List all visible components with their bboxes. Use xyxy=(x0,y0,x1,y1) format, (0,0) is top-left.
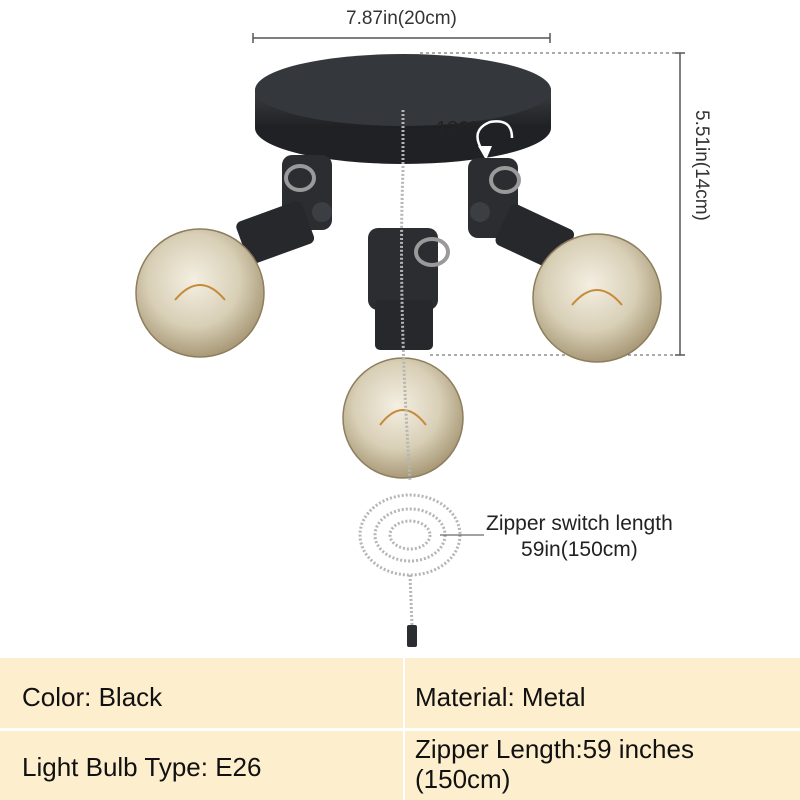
center-lamp-arm xyxy=(368,228,450,350)
height-dimension-line xyxy=(420,52,685,356)
width-dimension-label: 7.87in(20cm) xyxy=(346,8,457,29)
switch-length-callout: Zipper switch length 59in(150cm) xyxy=(486,511,673,563)
spec-color: Color: Black xyxy=(22,682,163,712)
rotation-arrow-icon xyxy=(476,120,514,160)
spec-zipper-length: Zipper Length:59 inches (150cm) xyxy=(415,734,694,794)
pull-chain-end xyxy=(407,625,417,647)
width-dimension-line xyxy=(252,33,551,43)
right-bulb xyxy=(532,233,662,363)
left-lamp-arm xyxy=(236,155,332,264)
left-bulb xyxy=(135,228,265,358)
product-illustration: 7.87in(20cm) 5.51in(14cm) 180° Zipper sw… xyxy=(135,8,712,647)
pull-chain xyxy=(358,110,462,626)
table-divider-horizontal xyxy=(0,728,800,731)
spec-material: Material: Metal xyxy=(415,682,586,712)
spec-table: Color: Black Material: Metal Light Bulb … xyxy=(0,658,800,800)
switch-callout-line1: Zipper switch length xyxy=(486,512,673,535)
ceiling-light-drawing xyxy=(135,33,685,647)
rotation-label: 180° xyxy=(436,118,478,140)
height-dimension-label: 5.51in(14cm) xyxy=(691,110,712,221)
spec-bulb-type: Light Bulb Type: E26 xyxy=(22,752,262,782)
center-bulb xyxy=(342,357,464,479)
switch-callout-line2: 59in(150cm) xyxy=(521,538,638,561)
